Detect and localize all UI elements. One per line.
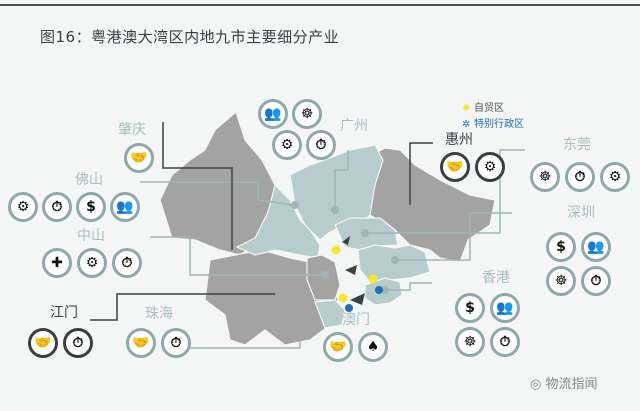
brain-gears-icon: ☸	[292, 99, 322, 129]
finance-icon: $	[76, 192, 106, 222]
handshake-icon: 🤝	[28, 328, 58, 358]
robot-arm-icon: ⚙	[600, 162, 630, 192]
city-zhuhai: 珠海	[145, 306, 173, 322]
legend-ftz: ✹自贸区	[462, 103, 504, 114]
watermark: ◎ 物流指闻	[530, 377, 598, 392]
robot-arm-icon: ⚙	[475, 152, 505, 182]
finance-icon: $	[546, 232, 576, 262]
robot-arm-icon: ⚙	[77, 248, 107, 278]
ftz-markers	[331, 245, 378, 303]
wechat-icon: ◎	[530, 377, 542, 392]
city-shenzhen: 深圳	[567, 205, 595, 221]
bridge-arrows	[342, 236, 365, 305]
team-icon: 👥	[581, 232, 611, 262]
brain-gears-icon: ☸	[455, 327, 485, 357]
legend-sar: ✲特别行政区	[462, 119, 524, 130]
logistics-icon: ⏱	[42, 192, 72, 222]
team-icon: 👥	[258, 99, 288, 129]
sun-icon: ✹	[462, 103, 471, 114]
robot-arm-icon: ⚙	[8, 192, 38, 222]
city-dongguan: 东莞	[563, 137, 591, 153]
brain-gears-icon: ☸	[530, 162, 560, 192]
city-zhongshan: 中山	[77, 228, 105, 244]
city-huizhou: 惠州	[445, 132, 473, 148]
robot-arm-icon: ⚙	[272, 130, 302, 160]
city-foshan: 佛山	[75, 172, 103, 188]
handshake-icon: 🤝	[323, 332, 353, 362]
logistics-icon: ⏱	[161, 328, 191, 358]
logistics-icon: ⏱	[63, 328, 93, 358]
finance-icon: $	[455, 293, 485, 323]
handshake-icon: 🤝	[124, 143, 154, 173]
region-jiangmen	[204, 249, 339, 346]
top-divider	[0, 4, 640, 6]
medicine-icon: ✚	[42, 248, 72, 278]
city-jiangmen: 江门	[50, 305, 78, 321]
sar-markers	[345, 286, 383, 312]
region-guangzhou	[289, 144, 384, 241]
handshake-icon: 🤝	[126, 328, 156, 358]
city-macau: 澳门	[342, 312, 370, 328]
handshake-icon: 🤝	[440, 152, 470, 182]
team-icon: 👥	[490, 293, 520, 323]
casino-cards-icon: ♠	[358, 332, 388, 362]
team-icon: 👥	[110, 192, 140, 222]
logistics-icon: ⏱	[306, 130, 336, 160]
city-guangzhou: 广州	[340, 118, 368, 134]
logistics-icon: ⏱	[490, 327, 520, 357]
city-hongkong: 香港	[482, 270, 510, 286]
region-zhuhai	[314, 299, 346, 329]
brain-gears-icon: ☸	[546, 266, 576, 296]
figure-title: 图16：粤港澳大湾区内地九市主要细分产业	[40, 28, 340, 46]
gear-icon: ✲	[462, 119, 471, 130]
logistics-icon: ⏱	[112, 248, 142, 278]
city-zhaoqing: 肇庆	[118, 122, 146, 138]
logistics-icon: ⏱	[581, 266, 611, 296]
logistics-icon: ⏱	[565, 162, 595, 192]
